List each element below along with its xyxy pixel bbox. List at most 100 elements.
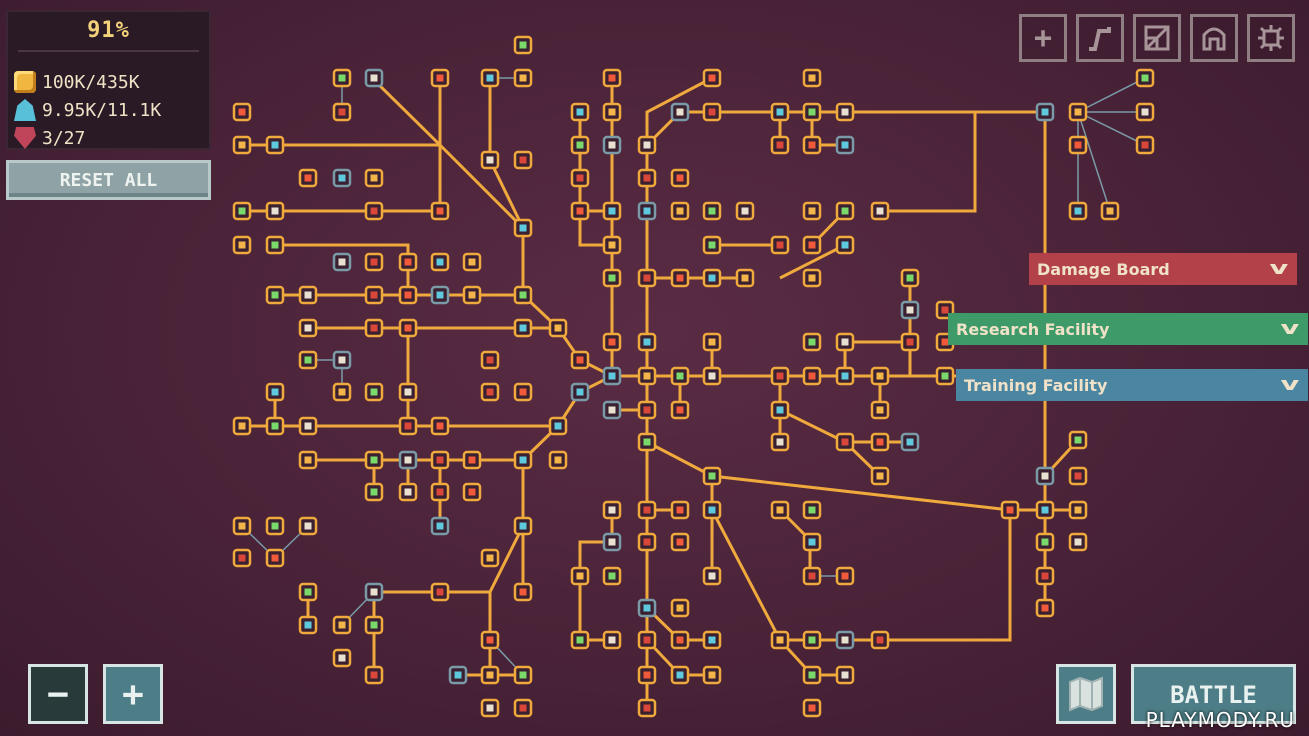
skill-node[interactable]: [1068, 135, 1088, 155]
skill-node[interactable]: [430, 482, 450, 502]
skill-node[interactable]: [602, 400, 622, 420]
skill-node[interactable]: [1135, 68, 1155, 88]
skill-node[interactable]: [900, 332, 920, 352]
skill-node[interactable]: [637, 366, 657, 386]
skill-node[interactable]: [364, 168, 384, 188]
add-icon[interactable]: +: [1019, 14, 1067, 62]
skill-node[interactable]: [232, 548, 252, 568]
skill-node[interactable]: [513, 382, 533, 402]
skill-node[interactable]: [265, 382, 285, 402]
skill-node[interactable]: [735, 201, 755, 221]
gear-icon[interactable]: [1247, 14, 1295, 62]
skill-node[interactable]: [480, 68, 500, 88]
skill-node[interactable]: [513, 35, 533, 55]
skill-node[interactable]: [835, 366, 855, 386]
skill-node[interactable]: [513, 68, 533, 88]
skill-node[interactable]: [398, 416, 418, 436]
skill-node[interactable]: [430, 252, 450, 272]
skill-node[interactable]: [835, 235, 855, 255]
skill-node[interactable]: [637, 698, 657, 718]
skill-node[interactable]: [770, 235, 790, 255]
skill-node[interactable]: [835, 630, 855, 650]
skill-node[interactable]: [462, 482, 482, 502]
skill-node[interactable]: [870, 432, 890, 452]
skill-node[interactable]: [570, 566, 590, 586]
skill-node[interactable]: [364, 68, 384, 88]
skill-node[interactable]: [802, 268, 822, 288]
skill-node[interactable]: [265, 235, 285, 255]
skill-node[interactable]: [298, 450, 318, 470]
skill-node[interactable]: [702, 201, 722, 221]
skill-node[interactable]: [462, 252, 482, 272]
skill-node[interactable]: [513, 450, 533, 470]
skill-node[interactable]: [480, 698, 500, 718]
skill-node[interactable]: [1035, 466, 1055, 486]
skill-node[interactable]: [602, 366, 622, 386]
skill-node[interactable]: [637, 432, 657, 452]
skill-node[interactable]: [702, 566, 722, 586]
skill-node[interactable]: [770, 432, 790, 452]
skill-node[interactable]: [1068, 500, 1088, 520]
skill-node[interactable]: [232, 416, 252, 436]
skill-node[interactable]: [670, 102, 690, 122]
skill-node[interactable]: [835, 332, 855, 352]
skill-node[interactable]: [637, 201, 657, 221]
skill-node[interactable]: [870, 400, 890, 420]
skill-node[interactable]: [364, 450, 384, 470]
skill-node[interactable]: [480, 630, 500, 650]
skill-node[interactable]: [670, 665, 690, 685]
skill-node[interactable]: [398, 450, 418, 470]
skill-node[interactable]: [1100, 201, 1120, 221]
skill-node[interactable]: [1000, 500, 1020, 520]
skill-node[interactable]: [1035, 566, 1055, 586]
skill-node[interactable]: [602, 235, 622, 255]
skill-node[interactable]: [364, 318, 384, 338]
skill-node[interactable]: [602, 332, 622, 352]
skill-node[interactable]: [232, 235, 252, 255]
skill-node[interactable]: [513, 285, 533, 305]
skill-node[interactable]: [398, 285, 418, 305]
skill-node[interactable]: [265, 548, 285, 568]
skill-node[interactable]: [1068, 466, 1088, 486]
skill-node[interactable]: [265, 516, 285, 536]
skill-node[interactable]: [637, 598, 657, 618]
skill-node[interactable]: [870, 201, 890, 221]
skill-node[interactable]: [548, 416, 568, 436]
skill-node[interactable]: [935, 366, 955, 386]
skill-node[interactable]: [570, 102, 590, 122]
skill-node[interactable]: [835, 432, 855, 452]
skill-node[interactable]: [298, 350, 318, 370]
skill-node[interactable]: [835, 665, 855, 685]
skill-node[interactable]: [900, 300, 920, 320]
skill-node[interactable]: [364, 285, 384, 305]
skill-node[interactable]: [802, 332, 822, 352]
skill-node[interactable]: [1035, 102, 1055, 122]
skill-node[interactable]: [802, 566, 822, 586]
skill-node[interactable]: [430, 450, 450, 470]
skill-node[interactable]: [870, 466, 890, 486]
skill-node[interactable]: [298, 615, 318, 635]
skill-node[interactable]: [835, 201, 855, 221]
skill-node[interactable]: [570, 630, 590, 650]
skill-node[interactable]: [364, 382, 384, 402]
skill-node[interactable]: [702, 235, 722, 255]
skill-node[interactable]: [1035, 598, 1055, 618]
skill-node[interactable]: [332, 68, 352, 88]
skill-node[interactable]: [513, 665, 533, 685]
skill-node[interactable]: [430, 516, 450, 536]
skill-node[interactable]: [670, 168, 690, 188]
skill-node[interactable]: [770, 400, 790, 420]
skill-node[interactable]: [637, 665, 657, 685]
skill-node[interactable]: [298, 285, 318, 305]
skill-node[interactable]: [770, 366, 790, 386]
skill-node[interactable]: [298, 582, 318, 602]
skill-node[interactable]: [570, 350, 590, 370]
skill-node[interactable]: [364, 665, 384, 685]
skill-node[interactable]: [332, 350, 352, 370]
skill-node[interactable]: [802, 532, 822, 552]
skill-node[interactable]: [770, 630, 790, 650]
skill-node[interactable]: [462, 285, 482, 305]
path-icon[interactable]: [1076, 14, 1124, 62]
skill-node[interactable]: [637, 400, 657, 420]
skill-node[interactable]: [480, 665, 500, 685]
